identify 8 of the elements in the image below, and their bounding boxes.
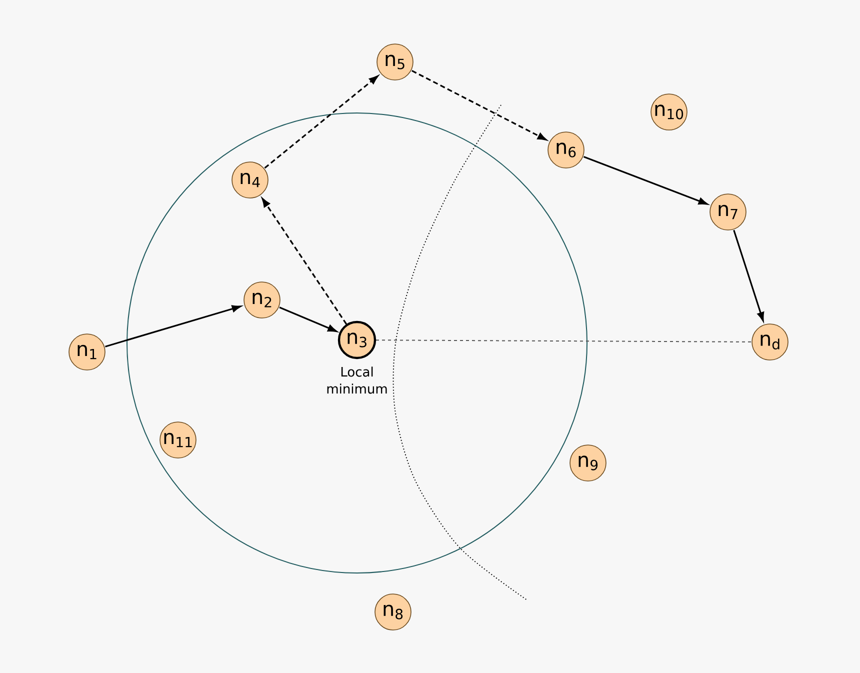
arrow <box>104 305 242 348</box>
arrow <box>279 306 337 332</box>
arrow <box>733 230 764 322</box>
arrow <box>264 76 378 169</box>
node-caption: Local minimum <box>327 366 387 394</box>
arrow <box>412 70 547 140</box>
arrow <box>262 198 348 325</box>
arrow <box>583 156 708 205</box>
